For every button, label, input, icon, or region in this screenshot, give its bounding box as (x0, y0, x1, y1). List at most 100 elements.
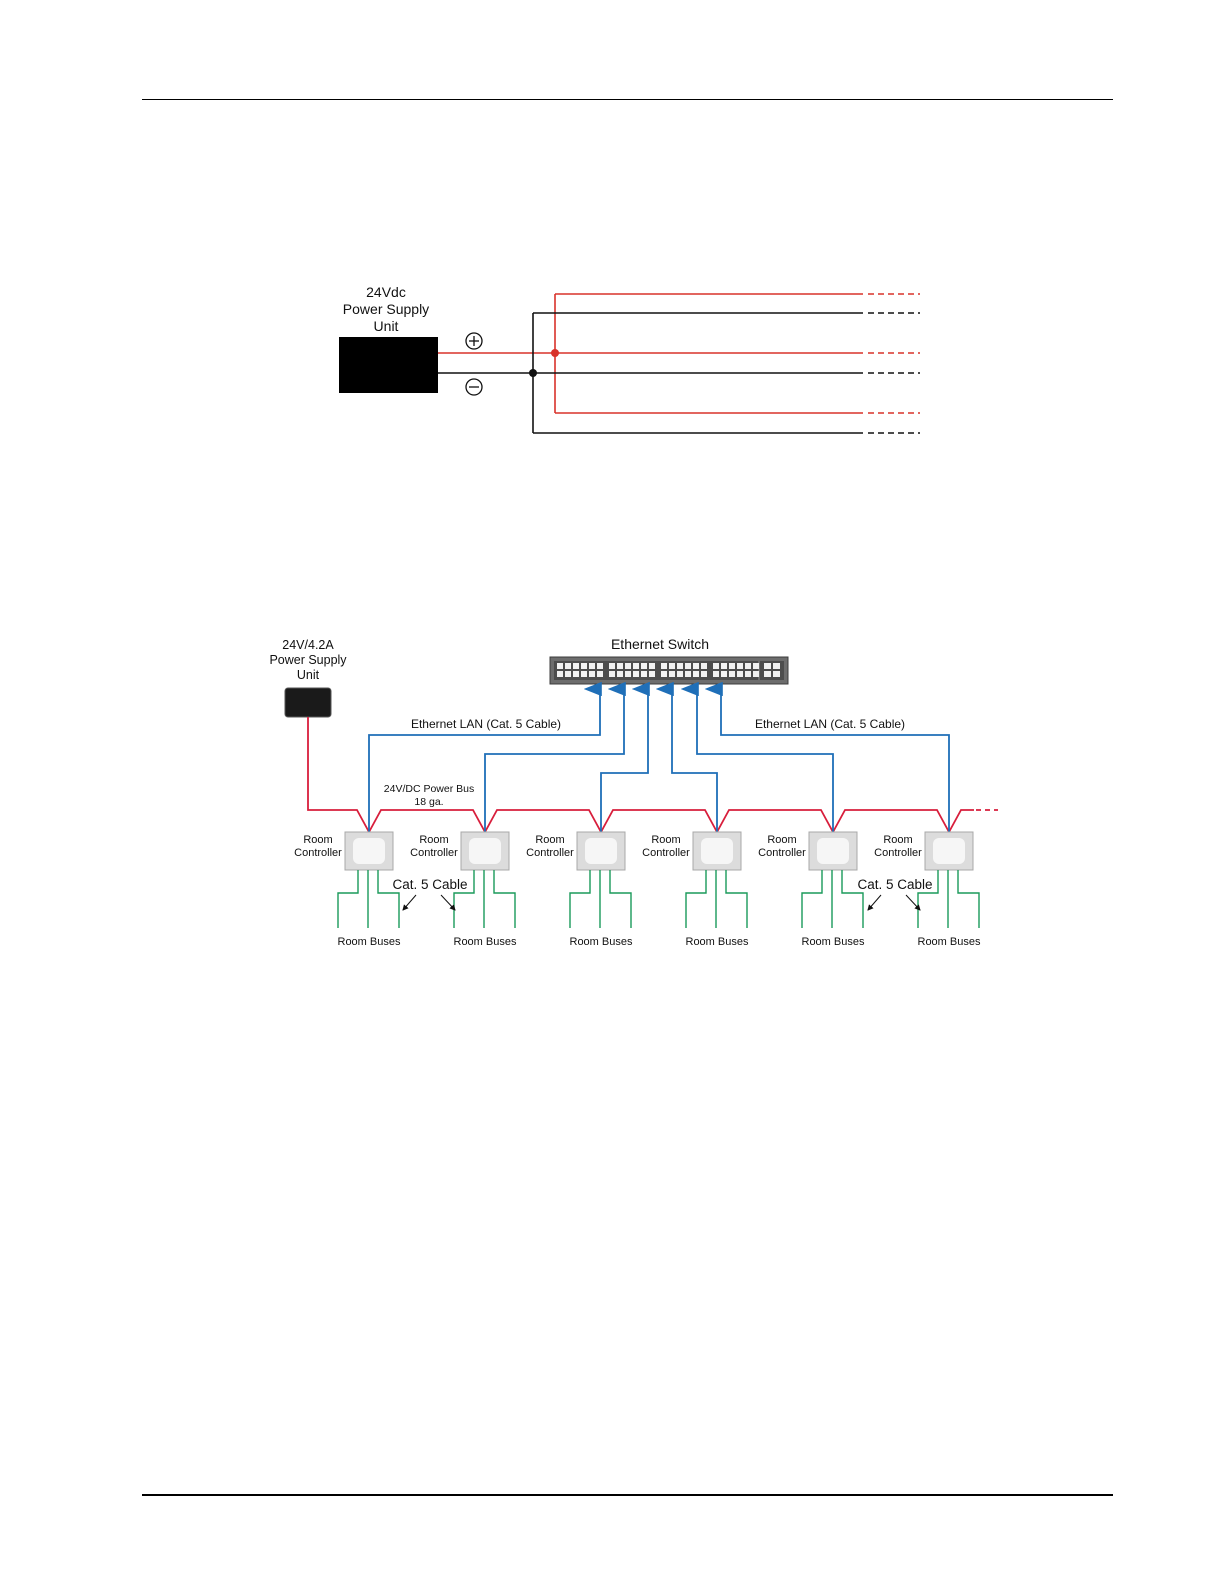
room-controller-face (353, 838, 385, 864)
room-buses-label: Room Buses (570, 936, 633, 948)
psu2-label-line3: Unit (297, 668, 320, 682)
room-bus-lines (569, 870, 632, 928)
switch-port (693, 671, 699, 677)
ethernet-lan-lines (368, 681, 950, 832)
switch-port (753, 671, 759, 677)
room-controller-face (933, 838, 965, 864)
switch-port (633, 663, 639, 669)
switch-port (581, 671, 587, 677)
power-bus-label-line2: 18 ga. (414, 796, 443, 808)
plus-symbol (465, 332, 483, 350)
switch-port (633, 671, 639, 677)
cat5-label-right: Cat. 5 Cable (857, 877, 932, 892)
power-bus-label-line1: 24V/DC Power Bus (384, 783, 474, 795)
switch-port (677, 663, 683, 669)
uplink-port (773, 671, 780, 677)
switch-port (617, 671, 623, 677)
switch-port (565, 663, 571, 669)
uplink-port (773, 663, 780, 669)
room-controller-label-line2: Controller (410, 847, 458, 859)
power-bus (307, 717, 998, 834)
psu1-label-line2: Power Supply (343, 301, 429, 317)
switch-port (745, 671, 751, 677)
ethernet-switch (549, 656, 789, 685)
switch-port (721, 663, 727, 669)
switch-port (573, 671, 579, 677)
psu1-label: 24Vdc Power Supply Unit (343, 284, 429, 334)
switch-port (581, 663, 587, 669)
room-controller-label-line2: Controller (526, 847, 574, 859)
room-controller-label-line1: Room (419, 834, 448, 846)
uplink-port (764, 663, 771, 669)
switch-port (609, 663, 615, 669)
switch-port (737, 671, 743, 677)
psu2-label: 24V/4.2A Power Supply Unit (269, 638, 347, 682)
switch-port (597, 671, 603, 677)
room-bus-lines (685, 870, 748, 928)
switch-port (617, 663, 623, 669)
room-controller-label-line2: Controller (642, 847, 690, 859)
psu1-label-line1: 24Vdc (366, 284, 406, 300)
room-bus-lines (337, 870, 400, 928)
room-controller-face (817, 838, 849, 864)
switch-port (701, 671, 707, 677)
header-rule (142, 99, 1113, 100)
room-buses-label: Room Buses (802, 936, 865, 948)
switch-port (745, 663, 751, 669)
switch-port (649, 671, 655, 677)
room-buses-label: Room Buses (918, 936, 981, 948)
room-controller-label-line1: Room (767, 834, 796, 846)
cat5-callout-arrows (402, 894, 921, 911)
switch-port (729, 663, 735, 669)
room-controller-label-line2: Controller (758, 847, 806, 859)
switch-port (753, 663, 759, 669)
switch-port (641, 671, 647, 677)
uplink-port (764, 671, 771, 677)
switch-port (685, 671, 691, 677)
room-bus-lines (801, 870, 864, 928)
switch-ports (557, 663, 780, 677)
room-controller-face (701, 838, 733, 864)
room-controller-label-line1: Room (303, 834, 332, 846)
switch-port (597, 663, 603, 669)
lan-label-right: Ethernet LAN (Cat. 5 Cable) (755, 717, 905, 731)
switch-port (589, 663, 595, 669)
room-controller-label-line2: Controller (294, 847, 342, 859)
negative-junction (529, 369, 537, 377)
switch-port (721, 671, 727, 677)
room-controller-label-line1: Room (651, 834, 680, 846)
footer-rule (142, 1494, 1113, 1496)
switch-port (625, 663, 631, 669)
switch-port (565, 671, 571, 677)
psu1-box (339, 337, 438, 393)
switch-port (713, 671, 719, 677)
switch-port (649, 663, 655, 669)
psu1-label-line3: Unit (374, 318, 399, 334)
switch-port (625, 671, 631, 677)
minus-symbol (465, 378, 483, 396)
positive-wires (438, 293, 920, 414)
lan-label-left: Ethernet LAN (Cat. 5 Cable) (411, 717, 561, 731)
switch-port (669, 671, 675, 677)
psu2-label-line1: 24V/4.2A (282, 638, 334, 652)
room-controller-label-line2: Controller (874, 847, 922, 859)
psu2-label-line2: Power Supply (269, 653, 347, 667)
room-controller-label-line1: Room (535, 834, 564, 846)
room-controller-face (469, 838, 501, 864)
room-buses-label: Room Buses (338, 936, 401, 948)
psu2-box (284, 687, 332, 718)
cat5-label-left: Cat. 5 Cable (392, 877, 467, 892)
switch-port (669, 663, 675, 669)
switch-port (737, 663, 743, 669)
switch-port (661, 671, 667, 677)
switch-port (609, 671, 615, 677)
switch-port (661, 663, 667, 669)
room-controller-face (585, 838, 617, 864)
